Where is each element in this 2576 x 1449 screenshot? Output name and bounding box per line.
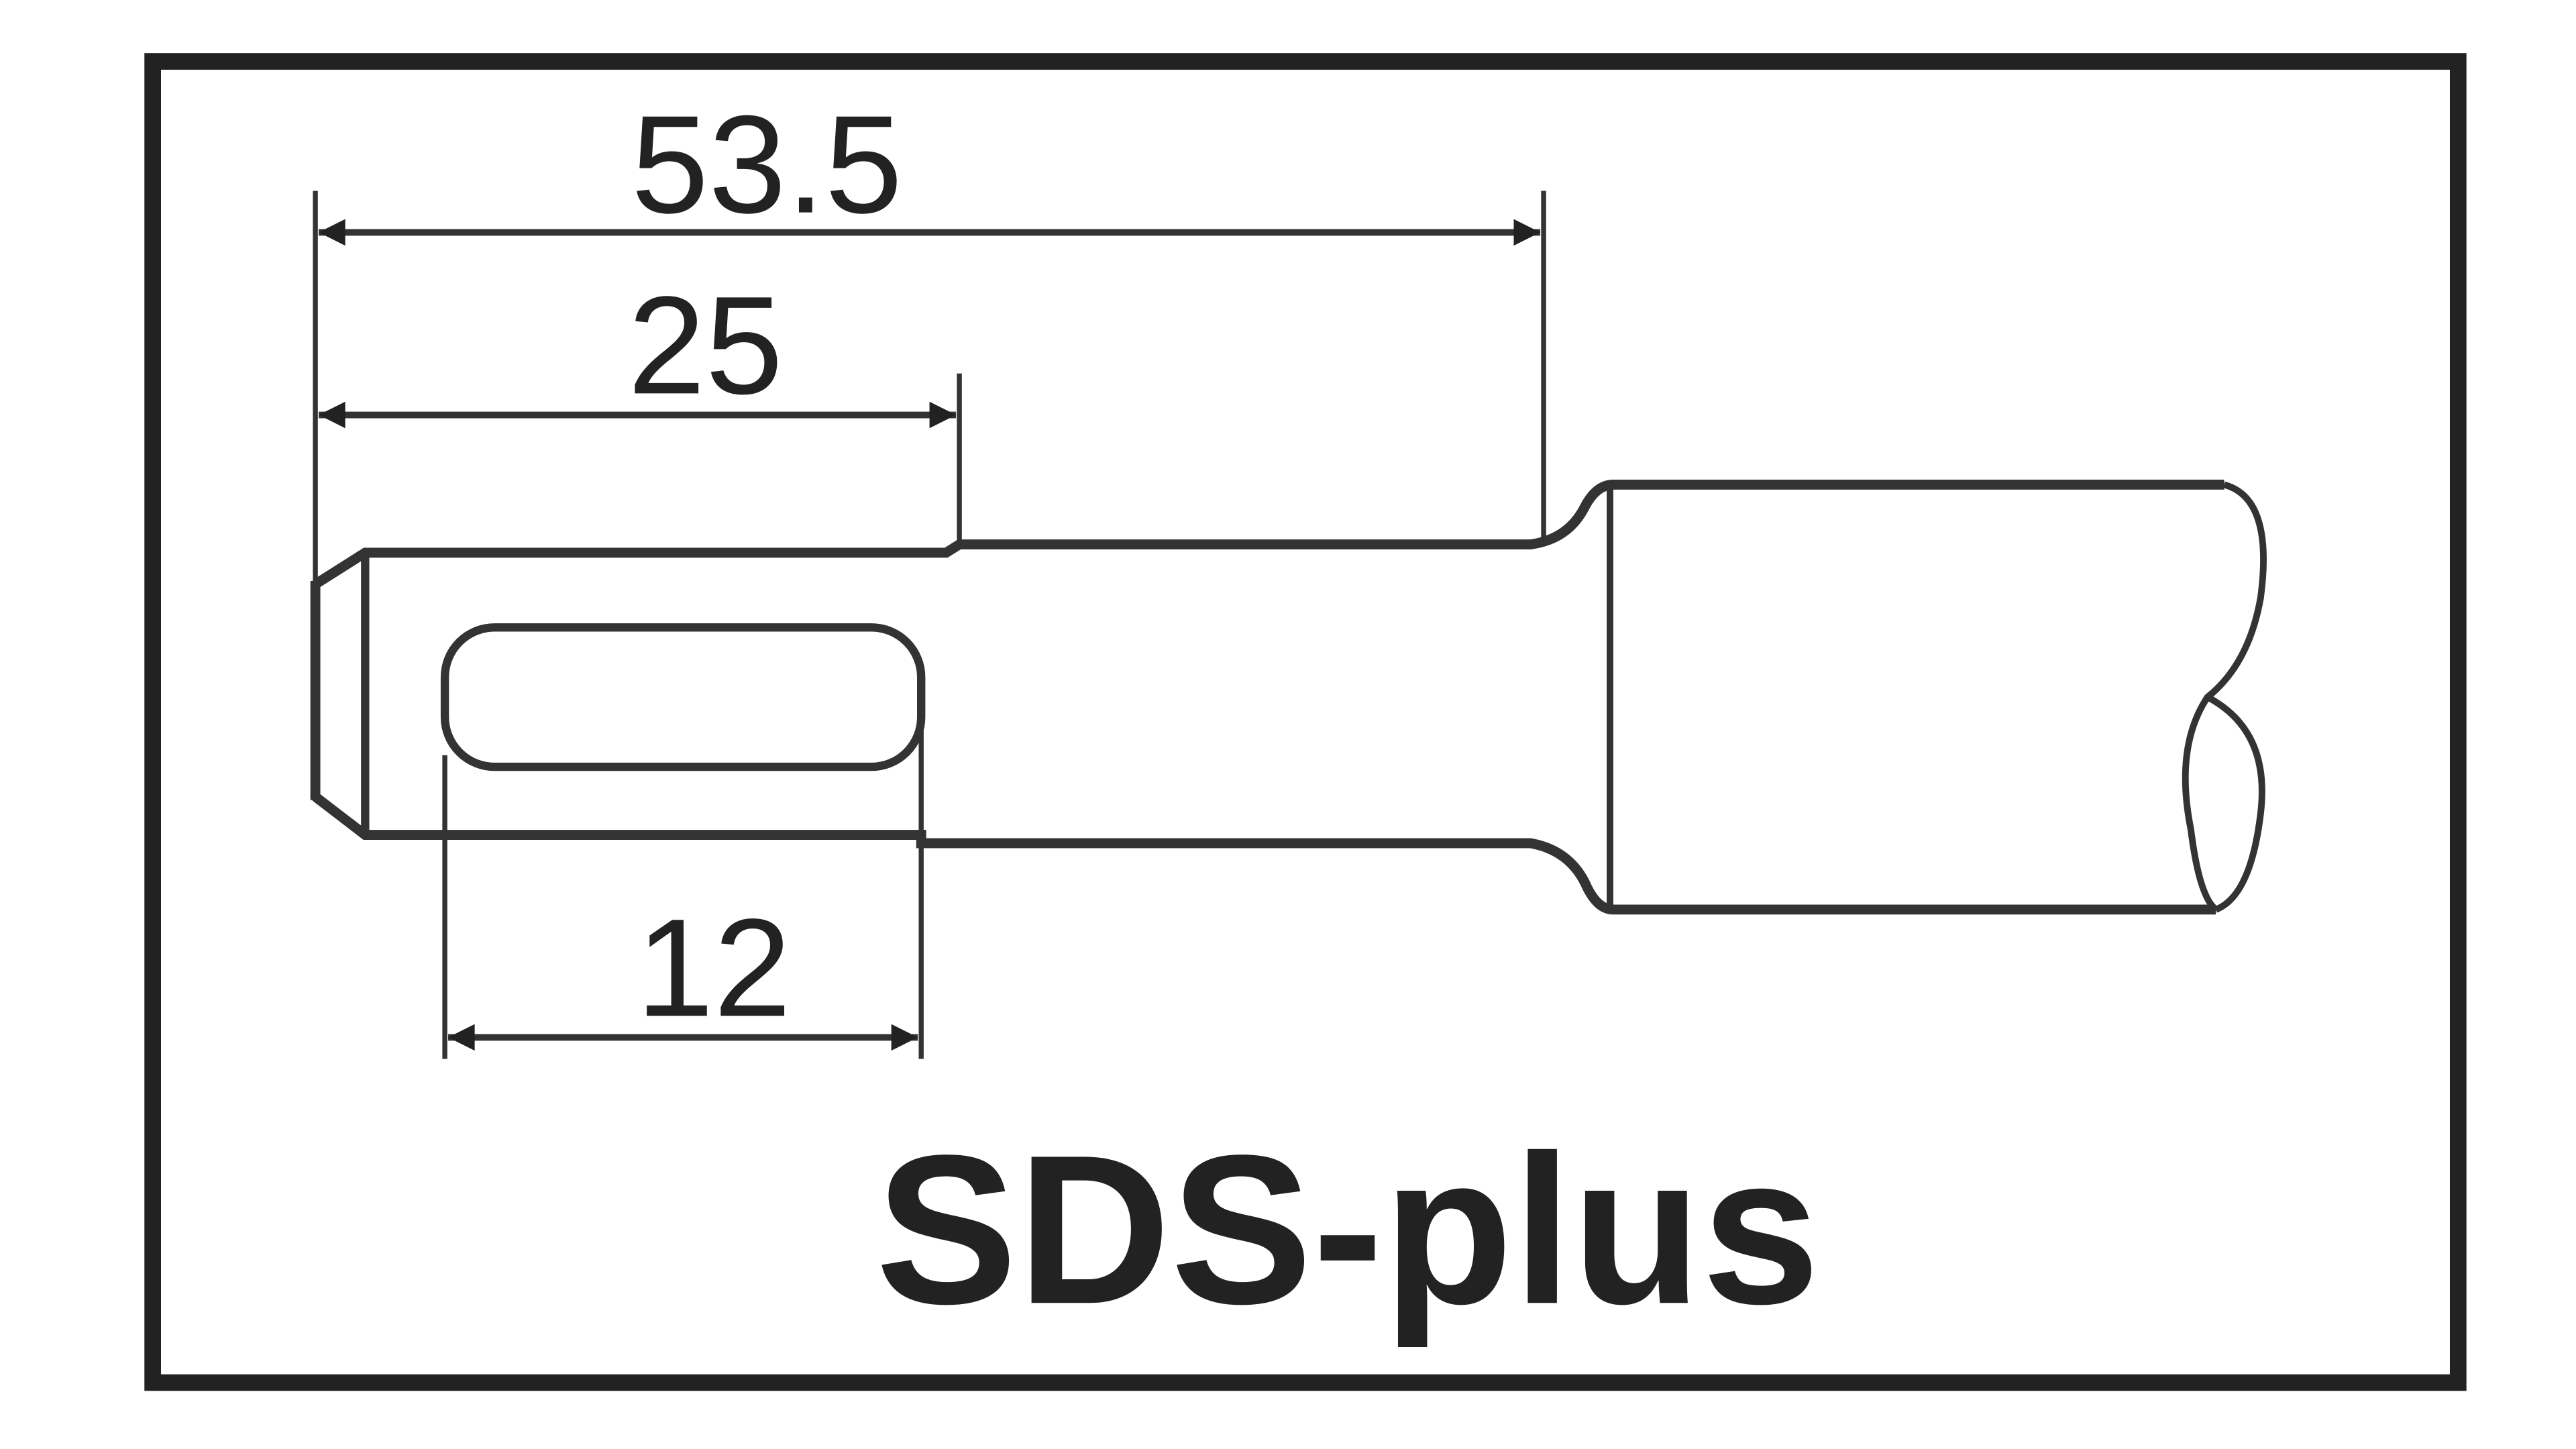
shank-top-edge [313, 480, 2224, 589]
drive-slot [440, 623, 926, 771]
shank-bottom-edge [312, 792, 2216, 915]
frame-border [144, 53, 2467, 1391]
diagram-title: SDS-plus [875, 1111, 1820, 1349]
shank-break-line [2182, 481, 2267, 913]
dimension-label-25: 25 [628, 268, 783, 423]
dimension-label-53-5: 53.5 [631, 87, 902, 243]
dimension-label-12: 12 [636, 890, 791, 1046]
